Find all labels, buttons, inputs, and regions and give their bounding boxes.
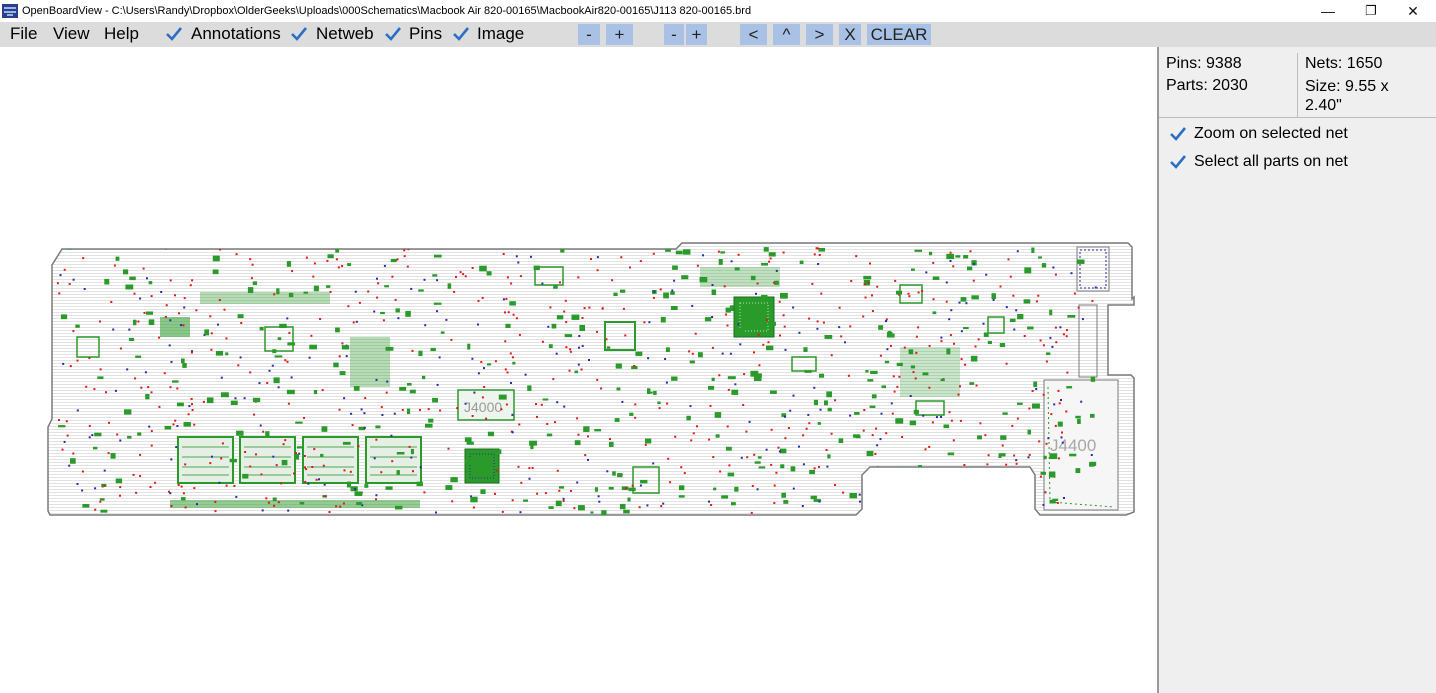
checkmark-icon[interactable] — [1169, 153, 1187, 171]
zoom-in-button[interactable]: + — [606, 24, 633, 45]
checkmark-icon[interactable] — [1169, 125, 1187, 143]
window-title: OpenBoardView - C:\Users\Randy\Dropbox\O… — [22, 5, 752, 17]
checkmark-icon[interactable] — [165, 25, 183, 43]
zoom-out-button[interactable]: - — [578, 24, 600, 45]
toggle-pins[interactable]: Pins — [409, 24, 443, 43]
divider — [1297, 53, 1298, 117]
parts-count: Parts: 2030 — [1166, 77, 1248, 94]
minimize-icon[interactable]: — — [1321, 3, 1335, 19]
toggle-annotations[interactable]: Annotations — [191, 24, 281, 43]
info-panel: Pins: 9388 Nets: 1650 Parts: 2030 Size: … — [1157, 47, 1436, 693]
close-search-button[interactable]: X — [839, 24, 861, 45]
menu-help[interactable]: Help — [104, 24, 139, 43]
maximize-icon[interactable]: ❐ — [1365, 3, 1377, 18]
pins-count: Pins: 9388 — [1166, 55, 1242, 72]
board-components: J4000 — [76, 266, 1005, 508]
toggle-netweb[interactable]: Netweb — [316, 24, 374, 43]
window-title-bar: OpenBoardView - C:\Users\Randy\Dropbox\O… — [0, 0, 1436, 22]
up-button[interactable]: ^ — [773, 24, 800, 45]
clear-button[interactable]: CLEAR — [867, 24, 931, 45]
divider — [1159, 117, 1436, 118]
toggle-image[interactable]: Image — [477, 24, 525, 43]
size-up-button[interactable]: + — [686, 24, 707, 45]
menu-view[interactable]: View — [53, 24, 90, 43]
checkmark-icon[interactable] — [452, 25, 470, 43]
zoom-on-selected-net-option[interactable]: Zoom on selected net — [1194, 125, 1348, 142]
connector-label-j4000: J4000 — [464, 399, 502, 415]
size-down-button[interactable]: - — [664, 24, 684, 45]
select-all-parts-on-net-option[interactable]: Select all parts on net — [1194, 153, 1348, 170]
connector-label-j4400: J4400 — [1050, 436, 1096, 455]
close-icon[interactable]: ✕ — [1407, 2, 1419, 19]
checkmark-icon[interactable] — [384, 25, 402, 43]
app-icon — [2, 4, 18, 18]
board-canvas[interactable]: J4400 J4000 — [0, 47, 1157, 693]
board-size: Size: 9.55 x 2.40" — [1305, 78, 1389, 114]
board-drawing[interactable]: J4400 J4000 — [0, 47, 1157, 693]
nets-count: Nets: 1650 — [1305, 55, 1383, 72]
menu-file[interactable]: File — [10, 24, 38, 43]
prev-button[interactable]: < — [740, 24, 767, 45]
next-button[interactable]: > — [806, 24, 833, 45]
menu-bar: File View Help Annotations Netweb Pins I… — [0, 22, 1436, 47]
checkmark-icon[interactable] — [290, 25, 308, 43]
